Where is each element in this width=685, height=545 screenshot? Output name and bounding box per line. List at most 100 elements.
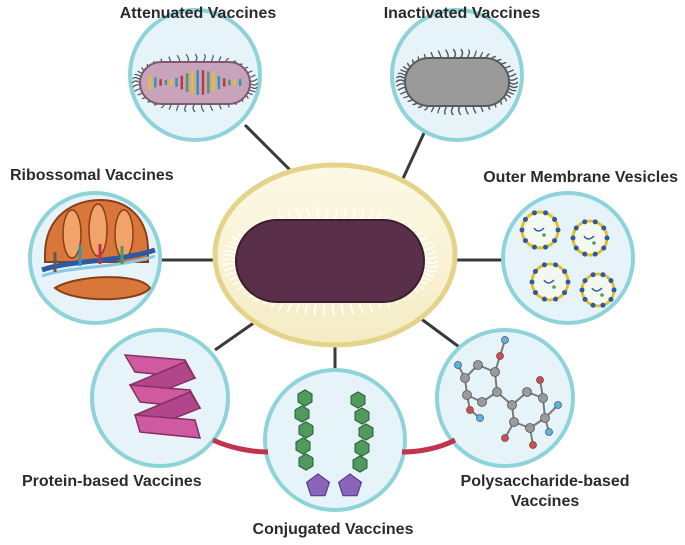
atom bbox=[460, 373, 470, 383]
membrane-protein bbox=[529, 279, 535, 285]
atom bbox=[529, 441, 537, 449]
membrane-protein bbox=[608, 278, 614, 284]
membrane-protein bbox=[543, 244, 549, 250]
membrane-protein bbox=[592, 219, 598, 225]
attenuated-bacterium-icon bbox=[139, 61, 251, 105]
membrane-protein bbox=[573, 245, 579, 251]
atom bbox=[545, 428, 553, 436]
cilium bbox=[333, 205, 338, 221]
atom bbox=[538, 393, 548, 403]
cilium bbox=[313, 301, 319, 316]
saccharide-unit bbox=[358, 423, 374, 441]
atom bbox=[476, 414, 484, 422]
membrane-protein bbox=[552, 216, 558, 222]
atom bbox=[509, 417, 519, 427]
label-inactivated: Inactivated Vaccines bbox=[384, 5, 541, 22]
membrane-protein bbox=[519, 227, 525, 233]
atom bbox=[492, 387, 502, 397]
membrane-protein bbox=[522, 238, 528, 244]
saccharide-unit bbox=[350, 391, 366, 409]
protein-helix-icon bbox=[123, 354, 202, 439]
membrane-protein bbox=[553, 296, 559, 302]
atom bbox=[507, 400, 517, 410]
ribosomal-circle bbox=[28, 191, 162, 325]
conjugated-ring bbox=[263, 368, 407, 512]
membrane-protein bbox=[555, 227, 561, 233]
vesicle-content bbox=[583, 235, 595, 240]
membrane-protein bbox=[592, 251, 598, 257]
cilium bbox=[221, 258, 237, 262]
polysaccharide-molecule-icon bbox=[454, 336, 562, 449]
atom bbox=[490, 367, 500, 377]
cilium bbox=[423, 260, 439, 264]
inactivated-bacterium-icon bbox=[404, 57, 510, 107]
membrane-protein bbox=[601, 225, 607, 231]
atom bbox=[454, 361, 462, 369]
membrane-protein bbox=[611, 287, 617, 293]
membrane-protein bbox=[553, 262, 559, 268]
cilium bbox=[222, 253, 237, 259]
saccharide-unit bbox=[297, 389, 313, 407]
label-protein: Protein-based Vaccines bbox=[22, 473, 202, 490]
vesicle-content bbox=[543, 279, 555, 284]
label-omv: Outer Membrane Vesicles bbox=[483, 169, 678, 186]
membrane-protein bbox=[608, 296, 614, 302]
saccharide-unit bbox=[352, 455, 368, 473]
dna-strand-icon bbox=[148, 70, 242, 95]
cilium bbox=[341, 206, 347, 221]
bacterium-icon bbox=[235, 219, 425, 303]
saccharide-unit bbox=[298, 421, 314, 439]
label-polysaccharide-line2: Vaccines bbox=[511, 493, 580, 510]
vesicle-particle bbox=[592, 241, 596, 245]
cilium bbox=[324, 205, 329, 221]
membrane-protein bbox=[582, 296, 588, 302]
polysaccharide-circle bbox=[435, 328, 575, 468]
membrane-protein bbox=[562, 290, 568, 296]
membrane-protein bbox=[601, 245, 607, 251]
atom bbox=[501, 336, 509, 344]
atom bbox=[536, 376, 544, 384]
omv-ring bbox=[501, 191, 635, 325]
membrane-protein bbox=[543, 210, 549, 216]
atom bbox=[477, 397, 487, 407]
membrane-protein bbox=[582, 219, 588, 225]
saccharide-unit bbox=[298, 453, 314, 471]
membrane-protein bbox=[579, 287, 585, 293]
membrane-protein bbox=[531, 244, 537, 250]
membrane-protein bbox=[600, 272, 606, 278]
atom bbox=[522, 387, 532, 397]
conjugated-circle bbox=[263, 368, 407, 512]
membrane-protein bbox=[600, 302, 606, 308]
membrane-protein bbox=[532, 268, 538, 274]
membrane-protein bbox=[552, 238, 558, 244]
central-bacterium bbox=[212, 162, 458, 348]
carrier-protein bbox=[305, 473, 331, 497]
saccharide-unit bbox=[354, 439, 370, 457]
cilium bbox=[331, 301, 336, 317]
atom bbox=[540, 413, 550, 423]
atom bbox=[501, 434, 509, 442]
membrane-protein bbox=[565, 279, 571, 285]
membrane-protein bbox=[590, 302, 596, 308]
membrane-protein bbox=[531, 210, 537, 216]
membrane-protein bbox=[590, 272, 596, 278]
membrane-protein bbox=[522, 216, 528, 222]
label-conjugated: Conjugated Vaccines bbox=[253, 521, 414, 538]
vesicles-icon bbox=[519, 210, 617, 308]
membrane-protein bbox=[562, 268, 568, 274]
conjugation-bracket-left bbox=[211, 437, 269, 455]
label-polysaccharide-line1: Polysaccharide-based bbox=[461, 473, 630, 490]
atom bbox=[496, 352, 504, 360]
membrane-protein bbox=[604, 235, 610, 241]
atom bbox=[473, 360, 483, 370]
membrane-protein bbox=[582, 278, 588, 284]
attenuated-circle bbox=[128, 8, 262, 142]
cilium bbox=[322, 301, 327, 317]
vesicle-content bbox=[591, 287, 603, 292]
vesicle-particle bbox=[600, 293, 604, 297]
conjugate-chains-icon bbox=[294, 389, 374, 497]
vesicle-particle bbox=[552, 285, 556, 289]
saccharide-unit bbox=[354, 407, 370, 425]
